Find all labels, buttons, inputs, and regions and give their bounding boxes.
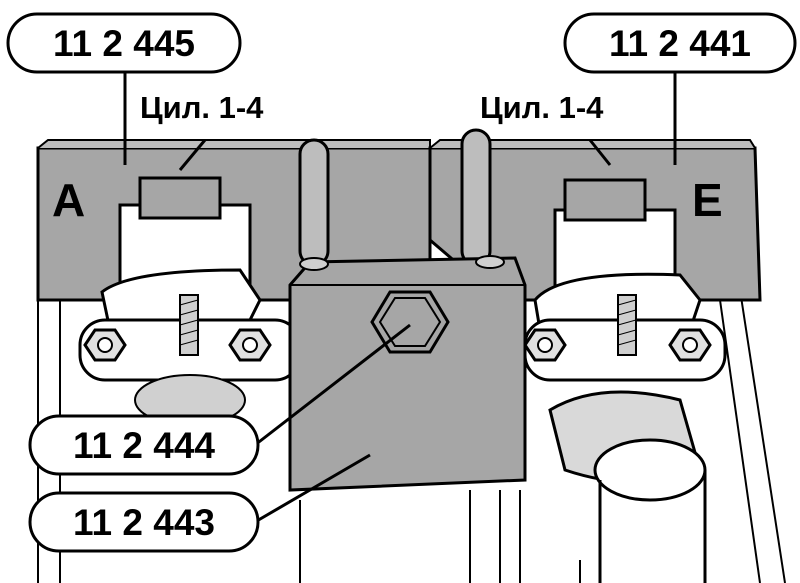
- nut-right-2: [668, 328, 712, 362]
- nut-left-2: [228, 328, 272, 362]
- leader-lines: [123, 72, 677, 524]
- callout-label: 11 2 445: [53, 23, 195, 64]
- callout-11-2-445: 11 2 445: [6, 12, 242, 74]
- callout-11-2-441: 11 2 441: [563, 12, 797, 74]
- hex-bolt: [370, 290, 450, 354]
- callout-11-2-444: 11 2 444: [28, 414, 260, 476]
- block-letter-e: E: [692, 174, 723, 226]
- callout-label: 11 2 444: [73, 425, 215, 466]
- guide-pin-left: [298, 138, 330, 267]
- stud-left: [179, 294, 199, 356]
- cyl-label-right: Цил. 1-4: [480, 90, 604, 125]
- bridge-tool-block: [288, 255, 527, 492]
- nut-left-1: [83, 328, 127, 362]
- stud-right: [617, 294, 637, 356]
- guide-pin-right: [460, 128, 492, 267]
- block-letter-a: A: [52, 174, 85, 226]
- nut-right-1: [523, 328, 567, 362]
- callout-label: 11 2 443: [73, 502, 215, 543]
- callout-label: 11 2 441: [609, 23, 751, 64]
- cyl-label-left: Цил. 1-4: [140, 90, 264, 125]
- callout-11-2-443: 11 2 443: [28, 491, 260, 553]
